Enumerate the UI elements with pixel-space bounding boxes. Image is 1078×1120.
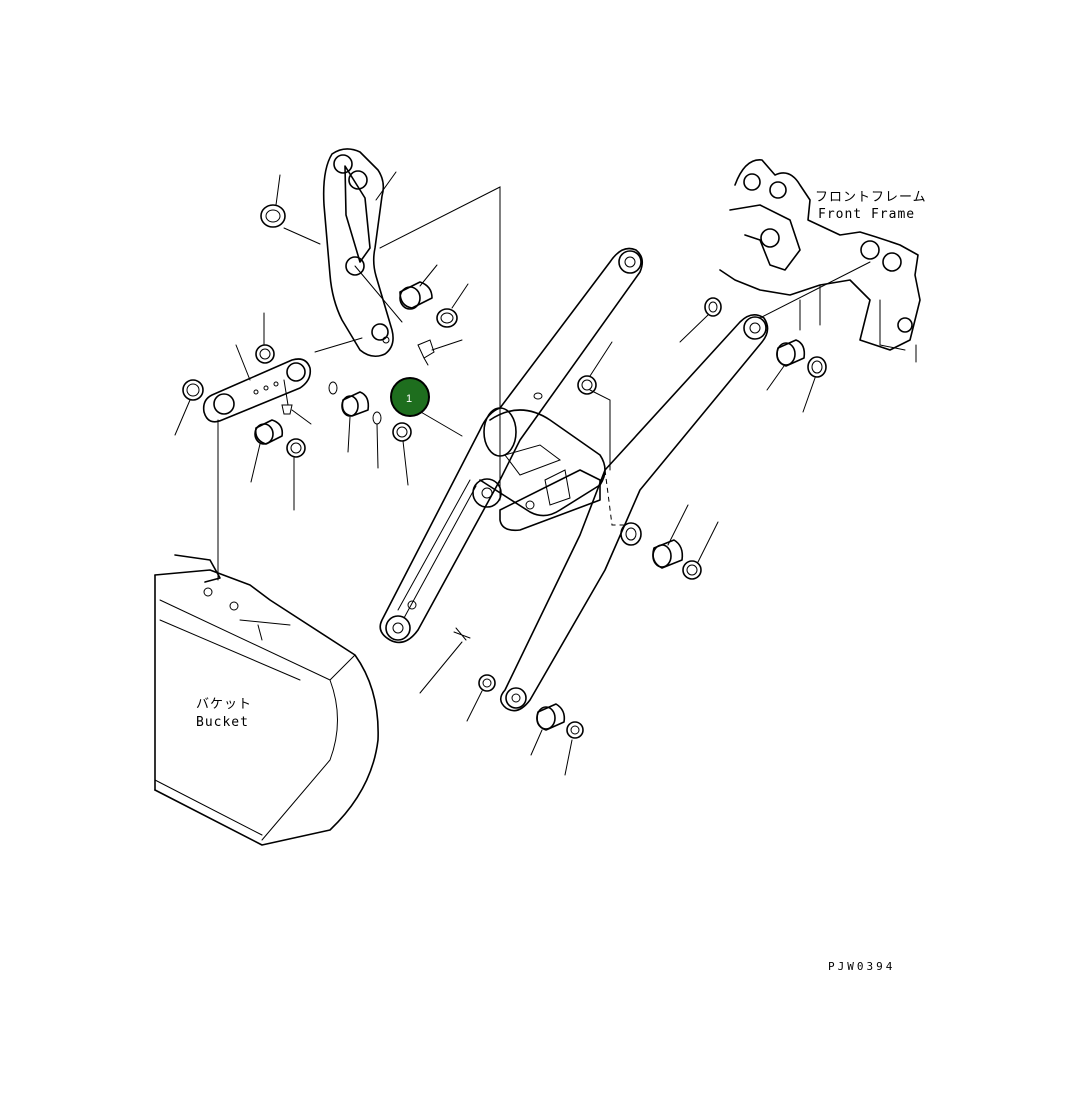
callout-1-number: 1 xyxy=(406,393,412,405)
lift-arm xyxy=(379,247,644,644)
front-frame xyxy=(719,159,921,351)
bucket xyxy=(154,554,379,846)
callout-1[interactable]: 1 xyxy=(390,377,430,417)
bell-crank xyxy=(322,148,394,358)
front-frame-label-en: Front Frame xyxy=(818,207,915,222)
callout-1-circle[interactable] xyxy=(390,377,430,417)
drawing-code: PJW0394 xyxy=(828,960,895,973)
bucket-label-en: Bucket xyxy=(196,715,249,730)
bucket-link xyxy=(202,358,312,423)
bucket-label-jp: バケット xyxy=(196,697,252,712)
lift-arm-rear xyxy=(499,314,769,712)
bushings-and-seals xyxy=(182,204,827,739)
leader-lines xyxy=(174,171,917,776)
front-frame-label-jp: フロントフレーム xyxy=(815,190,927,205)
